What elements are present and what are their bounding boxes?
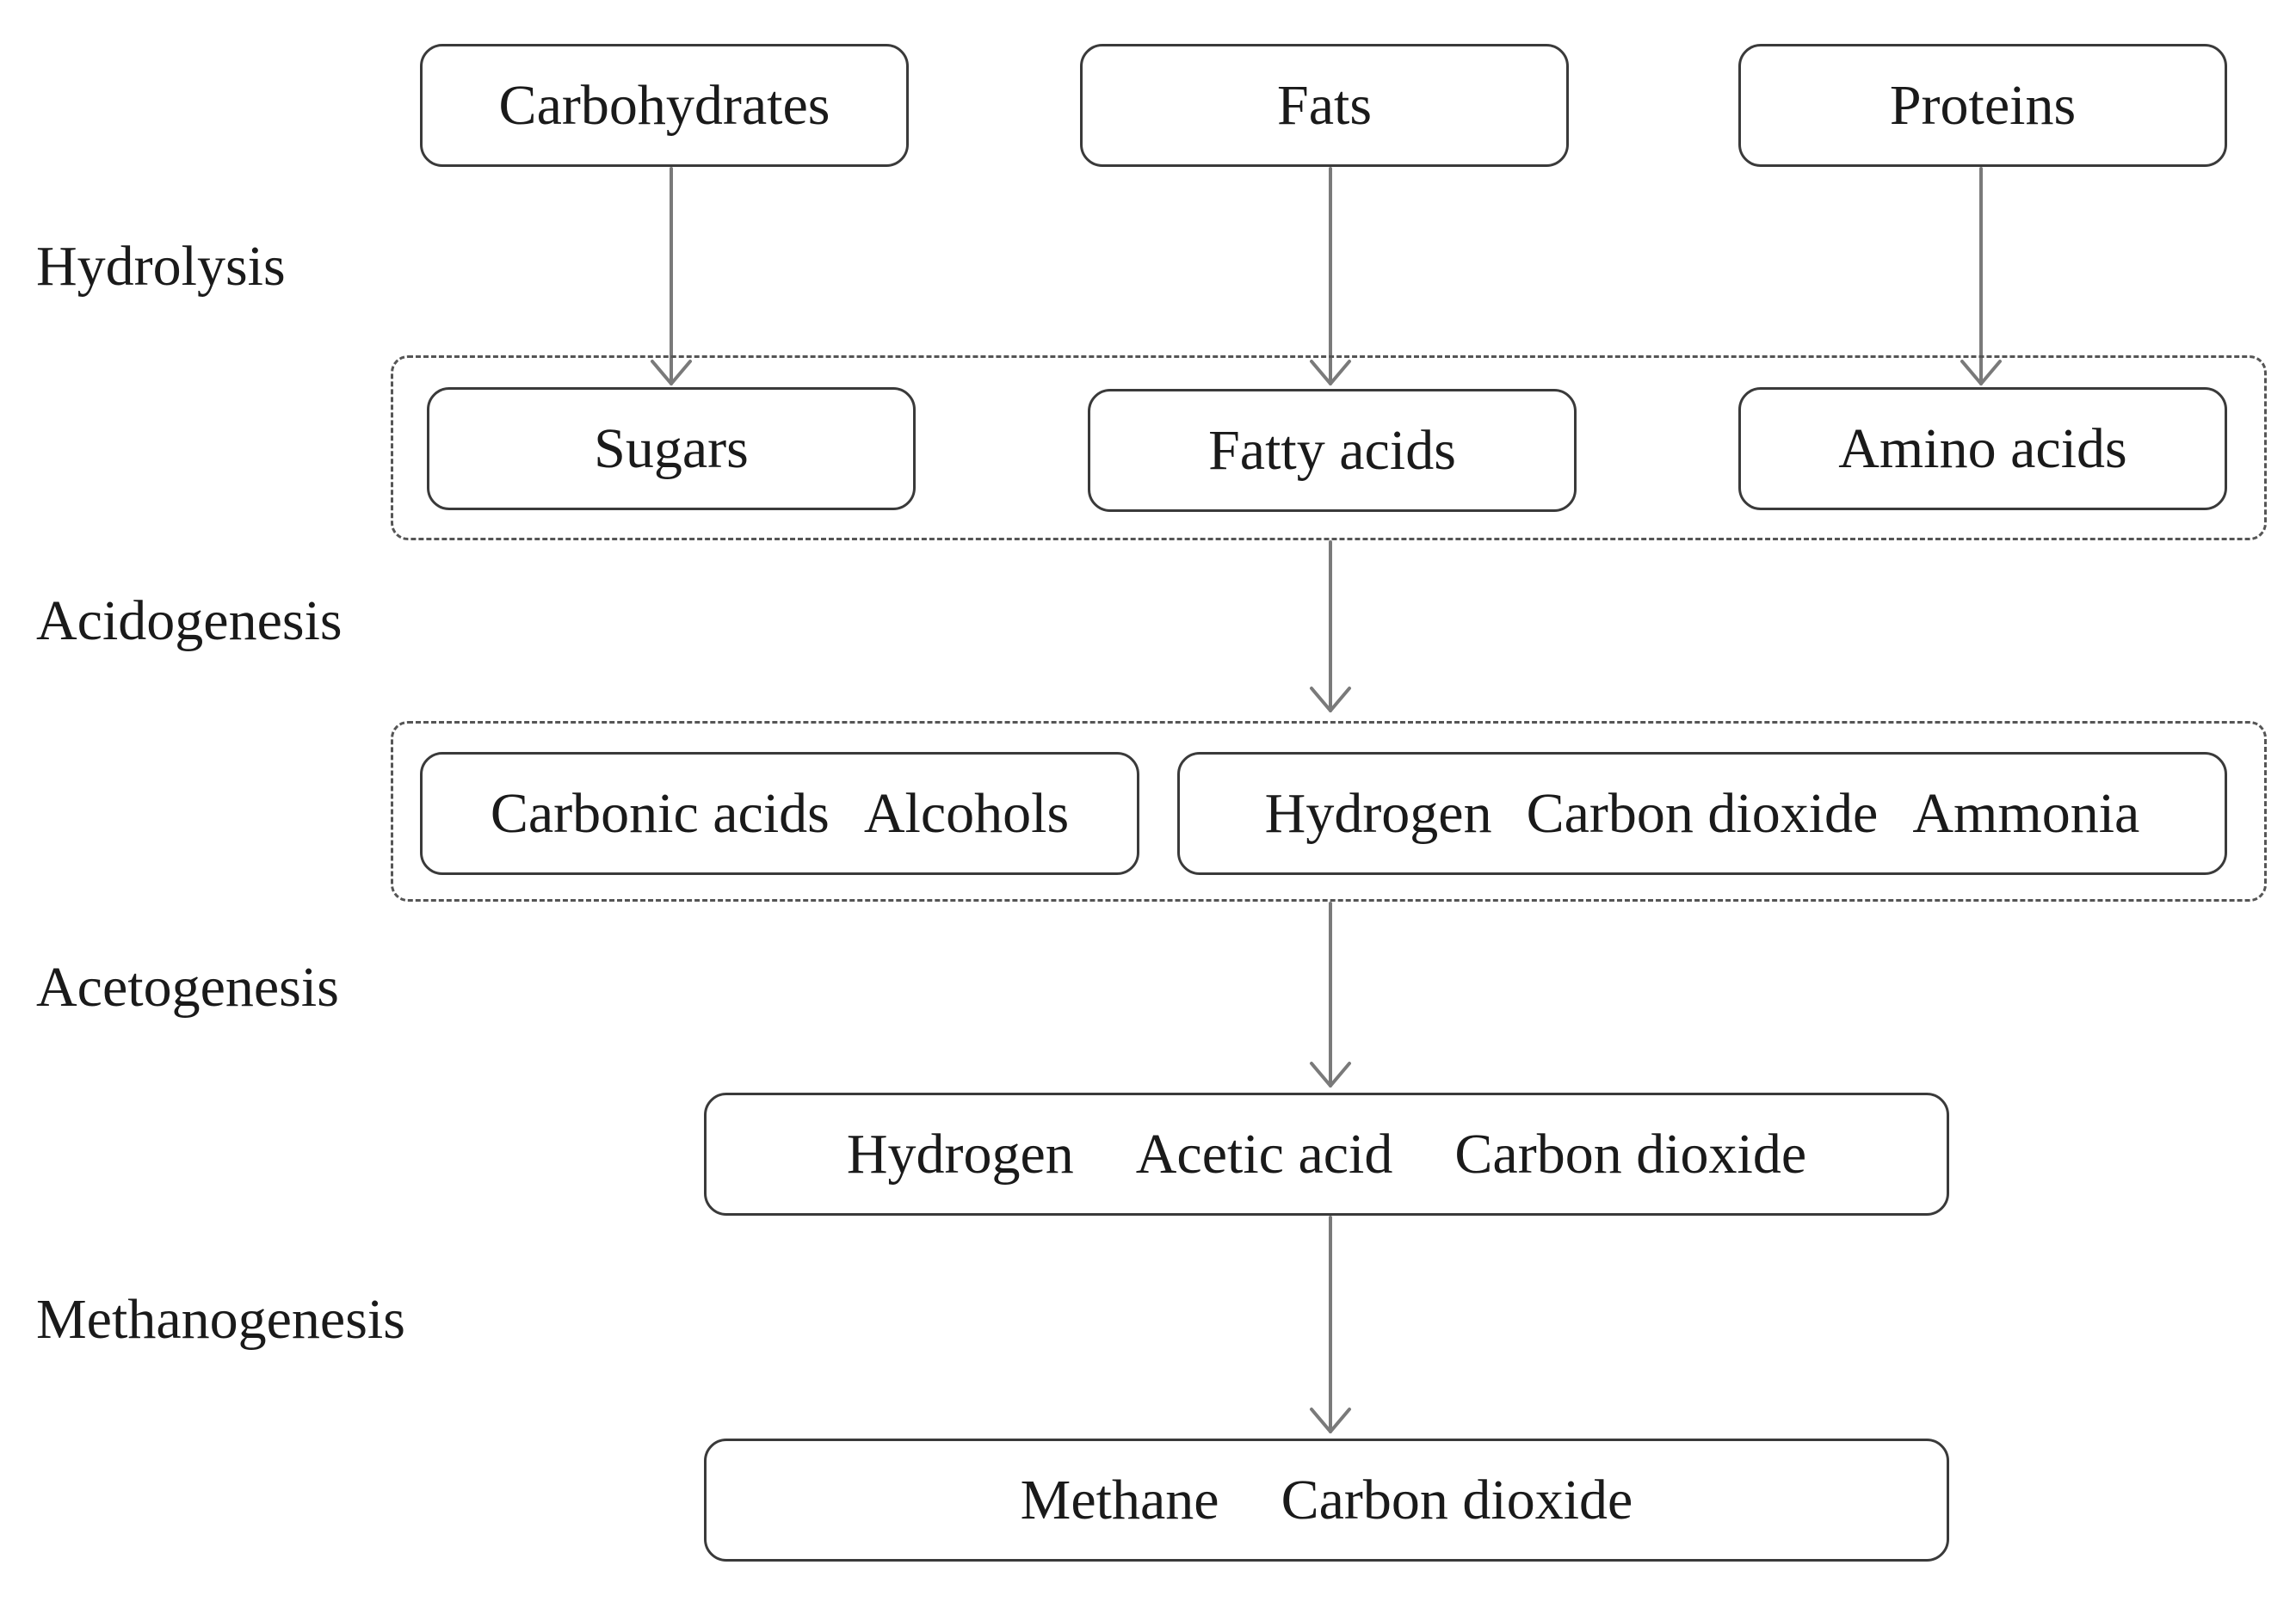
label-fats: Fats [1276, 73, 1373, 137]
arrow-acidogenesis-to-acetogenesis [1310, 902, 1351, 1088]
stage-label-acidogenesis: Acidogenesis [36, 589, 343, 652]
label-acetic-acid: Acetic acid [1135, 1122, 1393, 1186]
box-carbonic-acids-alcohols: Carbonic acids Alcohols [420, 752, 1139, 875]
label-ammonia: Ammonia [1912, 781, 2140, 845]
box-fats: Fats [1080, 44, 1569, 167]
label-proteins: Proteins [1889, 73, 2077, 137]
stage-label-methanogenesis: Methanogenesis [36, 1288, 405, 1351]
label-carbonic-acids: Carbonic acids [490, 781, 830, 845]
label-hydrogen: Hydrogen [846, 1122, 1074, 1186]
box-fatty-acids: Fatty acids [1088, 389, 1577, 512]
arrow-hydrolysis-to-acidogenesis [1310, 540, 1351, 712]
box-methanogenesis-products: Methane Carbon dioxide [704, 1439, 1949, 1562]
box-hydrogen-carbon-dioxide-ammonia: Hydrogen Carbon dioxide Ammonia [1177, 752, 2227, 875]
arrow-proteins-to-amino-acids [1960, 167, 2002, 385]
label-hydrogen: Hydrogen [1264, 781, 1492, 845]
box-proteins: Proteins [1738, 44, 2227, 167]
arrow-fats-to-fatty-acids [1310, 167, 1351, 385]
box-sugars: Sugars [427, 387, 916, 510]
label-carbon-dioxide: Carbon dioxide [1281, 1468, 1633, 1531]
label-methane: Methane [1020, 1468, 1219, 1531]
group-hydrolysis-products [391, 355, 2267, 540]
label-amino-acids: Amino acids [1838, 416, 2127, 480]
label-fatty-acids: Fatty acids [1208, 418, 1456, 482]
group-acidogenesis-products [391, 721, 2267, 902]
label-alcohols: Alcohols [863, 781, 1070, 845]
box-amino-acids: Amino acids [1738, 387, 2227, 510]
stage-label-acetogenesis: Acetogenesis [36, 956, 339, 1019]
arrow-carbohydrates-to-sugars [651, 167, 692, 385]
label-carbon-dioxide: Carbon dioxide [1526, 781, 1879, 845]
box-acetogenesis-products: Hydrogen Acetic acid Carbon dioxide [704, 1093, 1949, 1216]
arrow-acetogenesis-to-methanogenesis [1310, 1216, 1351, 1433]
label-carbon-dioxide: Carbon dioxide [1454, 1122, 1807, 1186]
label-carbohydrates: Carbohydrates [498, 73, 830, 137]
stage-label-hydrolysis: Hydrolysis [36, 235, 286, 298]
box-carbohydrates: Carbohydrates [420, 44, 909, 167]
label-sugars: Sugars [594, 416, 749, 480]
